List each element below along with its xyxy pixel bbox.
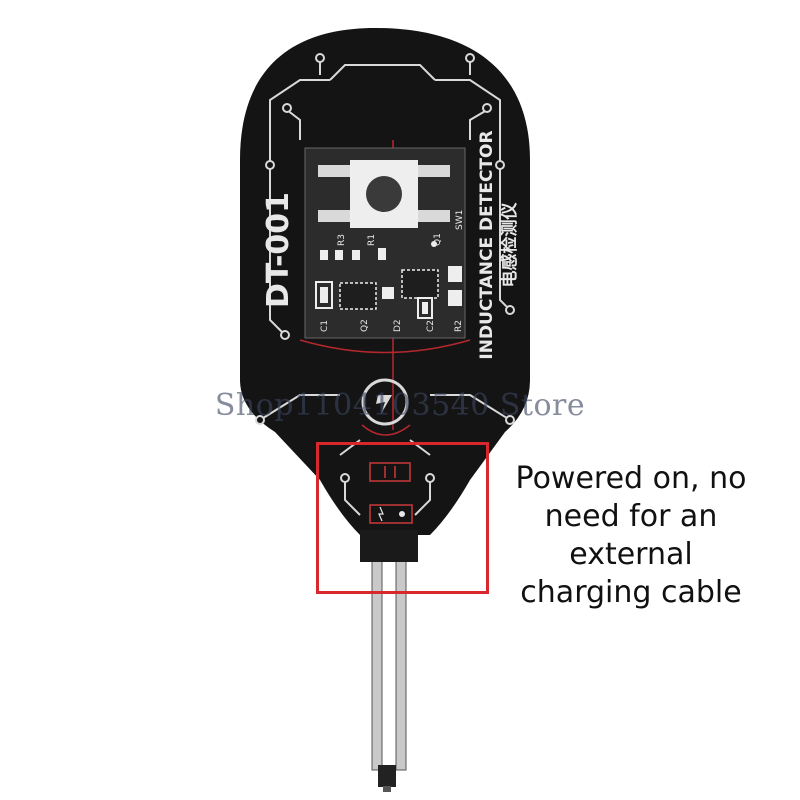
svg-text:C2: C2 (426, 320, 436, 332)
store-watermark: Shop1104103540 Store (214, 388, 586, 423)
component-designators: C1 Q2 D2 C2 R2 R3 R1 Q1 SW1 (320, 210, 465, 332)
power-caption: Powered on, no need for an external char… (500, 460, 762, 612)
tactile-switch (318, 160, 450, 228)
model-label: DT-001 (261, 192, 296, 308)
caption-line: charging cable (520, 575, 742, 610)
caption-line: need for an (544, 499, 718, 534)
highlight-box (316, 442, 489, 594)
svg-text:D2: D2 (393, 319, 403, 332)
svg-text:R2: R2 (454, 320, 464, 332)
smd-components (315, 241, 462, 319)
svg-text:C1: C1 (320, 320, 330, 332)
svg-text:R1: R1 (367, 234, 377, 246)
power-pad-battery (369, 462, 411, 482)
product-title-en: INDUCTANCE DETECTOR (477, 130, 497, 359)
svg-text:SW1: SW1 (455, 210, 465, 230)
svg-text:Q1: Q1 (433, 233, 443, 246)
svg-text:Q2: Q2 (360, 319, 370, 332)
caption-line: external (569, 537, 693, 572)
connector-block (360, 530, 418, 562)
product-title-cn: 电感检测仪 (499, 202, 520, 288)
pcb-vias (255, 53, 515, 483)
probe-pins (371, 559, 407, 792)
brand-logo (361, 378, 409, 426)
caption-line: Powered on, no (515, 461, 747, 496)
power-pad-switch (369, 504, 413, 524)
svg-text:R3: R3 (337, 234, 347, 246)
